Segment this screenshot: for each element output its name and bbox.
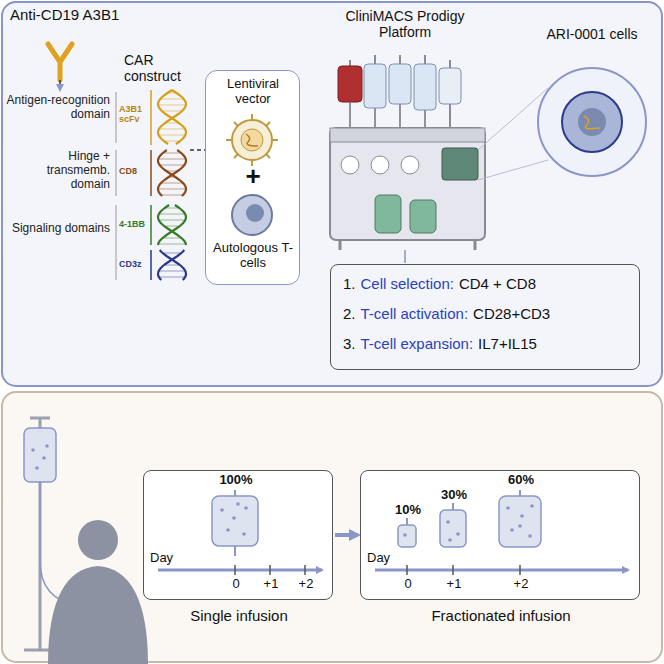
step-text: 2. <box>343 305 356 322</box>
label: CAR construct <box>124 52 204 84</box>
step-text: T-cell activation: <box>361 305 469 322</box>
label: CliniMACS Prodigy Platform <box>320 8 490 40</box>
node-text: +1 <box>439 577 469 592</box>
node-text: +2 <box>506 577 536 592</box>
node-text: Single infusion <box>149 607 329 624</box>
label: Antigen-recognition domain <box>4 94 110 122</box>
node-text: Fractionated infusion <box>371 607 631 624</box>
zoom-lines <box>478 88 548 180</box>
car-t-cell <box>538 68 646 176</box>
node-text: 30% <box>429 488 479 503</box>
step-text: 3. <box>343 335 356 352</box>
node-text: +2 <box>291 577 321 592</box>
label: Anti-CD19 A3B1 <box>10 6 160 23</box>
node-text: Lentiviral vector <box>209 77 297 107</box>
patient-silhouette <box>48 520 148 664</box>
flow-arrow <box>335 533 358 537</box>
node-text: 0 <box>221 577 251 592</box>
step-text: CD28+CD3 <box>473 305 550 322</box>
domain-brackets <box>116 92 117 280</box>
single-bag <box>158 490 322 575</box>
node-text: 100% <box>206 473 266 488</box>
dna-helix <box>158 90 186 280</box>
top-panel <box>2 2 662 386</box>
node-text: Autologous T-cells <box>209 241 297 271</box>
step-text: CD4 + CD8 <box>459 275 536 292</box>
step-text: 1. <box>343 275 356 292</box>
prodigy-machine <box>330 55 485 250</box>
label: Signaling domains <box>4 222 110 236</box>
segment-brackets <box>150 90 152 280</box>
label: 4-1BB <box>119 219 151 229</box>
node-text: 0 <box>393 577 423 592</box>
fractionated-infusion-box: 10%30%60%Day0+1+2Fractionated infusion <box>360 470 640 600</box>
single-infusion-box: 100%Day0+1+2Single infusion <box>143 470 333 600</box>
label: CD8 <box>119 166 151 176</box>
steps-box: 1. Cell selection: CD4 + CD8 2. T-cell activ… <box>330 264 640 370</box>
node-text: +1 <box>256 577 286 592</box>
node-text: 60% <box>496 473 546 488</box>
leader-line <box>404 250 406 263</box>
vector-box: Lentiviral vector + Autologous T-cells <box>205 70 300 285</box>
label: A3B1 scFv <box>119 104 151 125</box>
step-text: Cell selection: <box>361 275 454 292</box>
antibody-icon <box>48 44 72 80</box>
node-text: Day <box>367 551 407 566</box>
label: Hinge + transmemb. domain <box>4 150 110 191</box>
fractionated-bags <box>375 490 628 575</box>
node-text: + <box>233 162 273 192</box>
label: CD3z <box>119 259 151 269</box>
t-cell-icon <box>232 195 272 235</box>
down-arrow <box>59 80 61 90</box>
node-text: 10% <box>383 503 433 518</box>
lentivirus-icon <box>226 114 278 166</box>
step-text: IL7+IL15 <box>478 335 537 352</box>
step-text: T-cell expansion: <box>361 335 474 352</box>
node-text: Day <box>150 551 190 566</box>
label: ARI-0001 cells <box>532 26 652 42</box>
